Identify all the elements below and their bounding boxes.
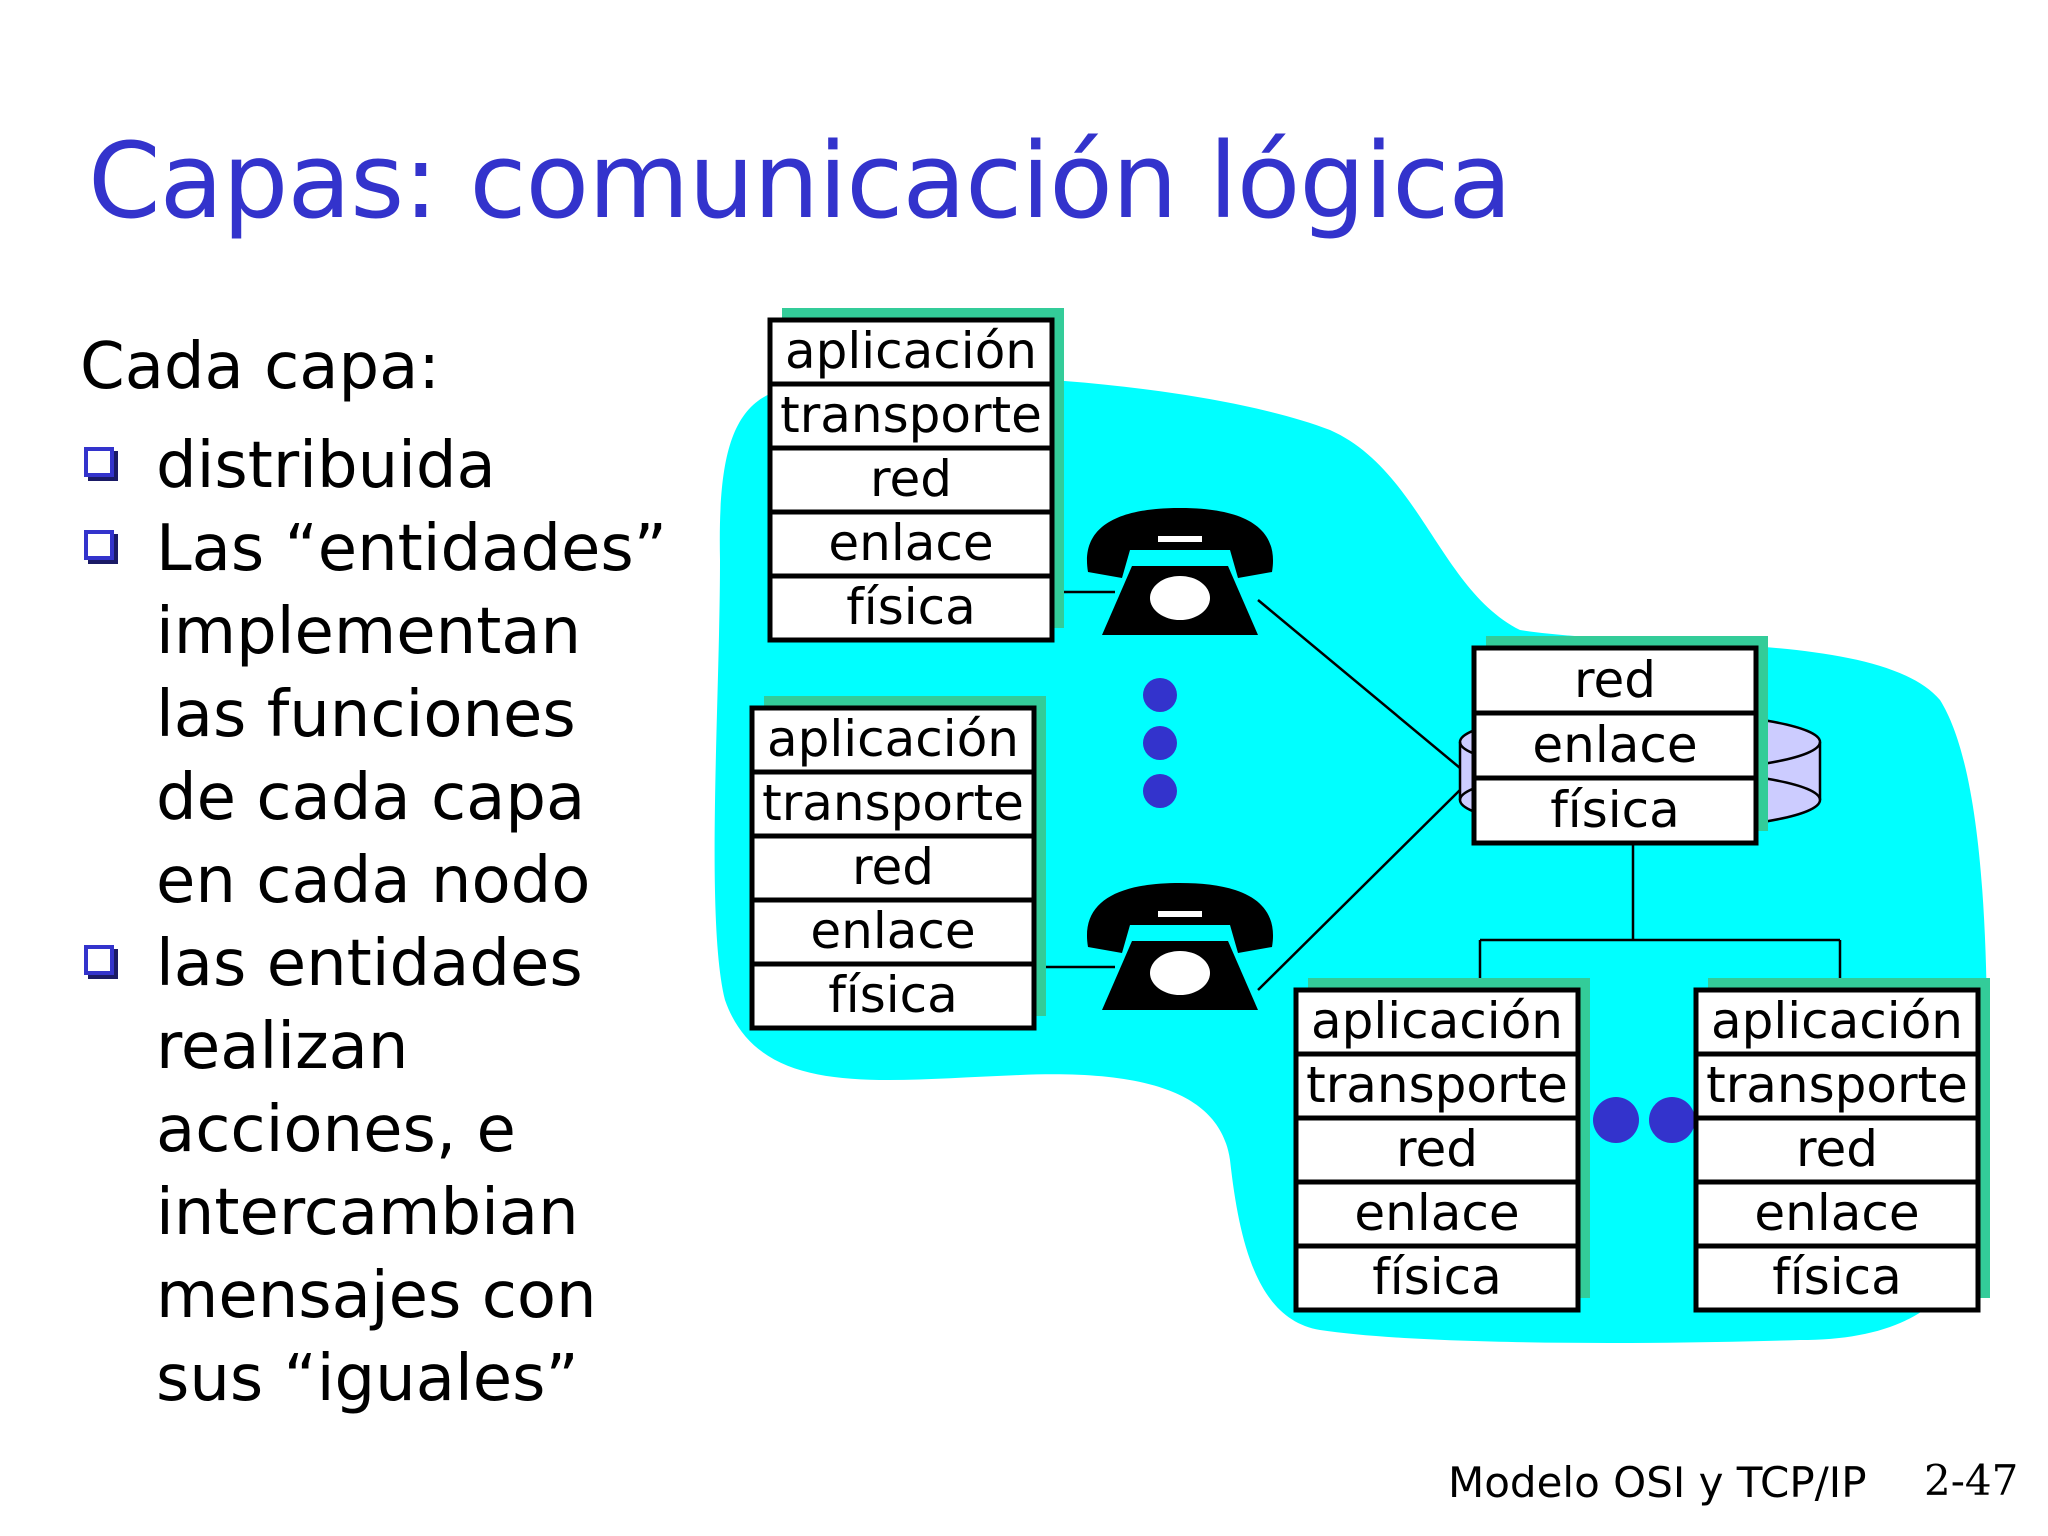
slide-title: Capas: comunicación lógica <box>88 120 1512 242</box>
footer-text: Modelo OSI y TCP/IP <box>1448 1458 1867 1507</box>
telephone-icon <box>1086 883 1274 1010</box>
layer-label: física <box>828 966 958 1024</box>
layer-label: enlace <box>828 514 993 572</box>
layer-label: física <box>846 578 976 636</box>
link-line <box>1257 789 1461 991</box>
checkbox-bullet-icon <box>84 945 114 975</box>
bullet-text: Las “entidades” implementan las funcione… <box>156 512 667 918</box>
bullet-item: las entidades realizan acciones, e inter… <box>80 923 680 1421</box>
link-line <box>1257 599 1461 769</box>
checkbox-bullet-icon <box>84 530 114 560</box>
lead-text: Cada capa: <box>80 330 440 404</box>
layer-label: transporte <box>1706 1056 1968 1114</box>
layer-label: red <box>1796 1120 1878 1178</box>
bullet-text: distribuida <box>156 429 496 503</box>
stack-router: red enlace física <box>1471 636 1768 846</box>
layer-label: enlace <box>1754 1184 1919 1242</box>
layer-label: aplicación <box>1311 992 1563 1050</box>
ellipsis-dot <box>1143 774 1177 808</box>
checkbox-bullet-icon <box>84 447 114 477</box>
layer-label: transporte <box>780 386 1042 444</box>
ellipsis-dot <box>1143 678 1177 712</box>
bullet-item: Las “entidades” implementan las funcione… <box>80 508 680 923</box>
layer-label: transporte <box>1306 1056 1568 1114</box>
layer-label: red <box>852 838 934 896</box>
layer-label: aplicación <box>1711 992 1963 1050</box>
layer-label: red <box>1396 1120 1478 1178</box>
bullet-text: las entidades realizan acciones, e inter… <box>156 927 597 1416</box>
layer-label: física <box>1550 781 1680 839</box>
layer-label: enlace <box>1532 716 1697 774</box>
bullet-item: distribuida <box>80 425 680 508</box>
layer-label: física <box>1772 1248 1902 1306</box>
layer-label: aplicación <box>785 322 1037 380</box>
telephone-icon <box>1086 508 1274 635</box>
stack-host-4: aplicación transporte red enlace física <box>1693 978 1990 1313</box>
stack-host-2: aplicación transporte red enlace física <box>749 696 1046 1031</box>
layer-label: red <box>870 450 952 508</box>
ellipsis-dot <box>1143 726 1177 760</box>
layer-label: transporte <box>762 774 1024 832</box>
layer-label: enlace <box>1354 1184 1519 1242</box>
layer-label: física <box>1372 1248 1502 1306</box>
link-lines <box>1044 590 1842 991</box>
stack-host-1: aplicación transporte red enlace física <box>767 308 1064 643</box>
ellipsis-dot <box>1593 1097 1639 1143</box>
ellipsis-dots <box>1143 678 1695 1143</box>
stack-host-3: aplicación transporte red enlace física <box>1293 978 1590 1313</box>
layer-label: aplicación <box>767 710 1019 768</box>
slide-number: 2-47 <box>1924 1456 2019 1505</box>
bullet-list: distribuida Las “entidades” implementan … <box>80 425 680 1421</box>
layer-label: red <box>1574 651 1656 709</box>
layer-label: enlace <box>810 902 975 960</box>
ellipsis-dot <box>1649 1097 1695 1143</box>
